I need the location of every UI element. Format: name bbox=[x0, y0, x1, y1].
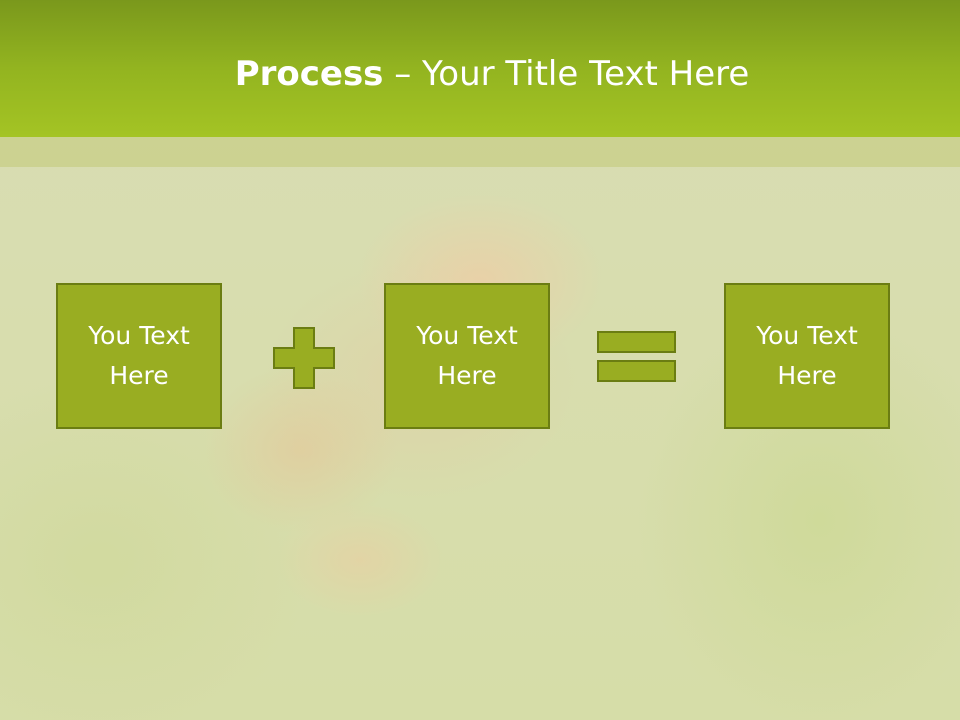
process-box-3: You Text Here bbox=[724, 283, 890, 429]
header-band bbox=[0, 137, 960, 167]
process-box-2: You Text Here bbox=[384, 283, 550, 429]
process-box-3-text: You Text Here bbox=[756, 321, 858, 390]
title-rest: – Your Title Text Here bbox=[383, 54, 750, 94]
process-box-2-text: You Text Here bbox=[416, 321, 518, 390]
plus-icon bbox=[273, 327, 335, 389]
process-box-1: You Text Here bbox=[56, 283, 222, 429]
slide-title: Process – Your Title Text Here bbox=[0, 50, 960, 98]
title-bold: Process bbox=[234, 54, 384, 94]
process-box-1-text: You Text Here bbox=[88, 321, 190, 390]
equals-icon bbox=[597, 331, 676, 382]
title-bar bbox=[0, 0, 960, 137]
